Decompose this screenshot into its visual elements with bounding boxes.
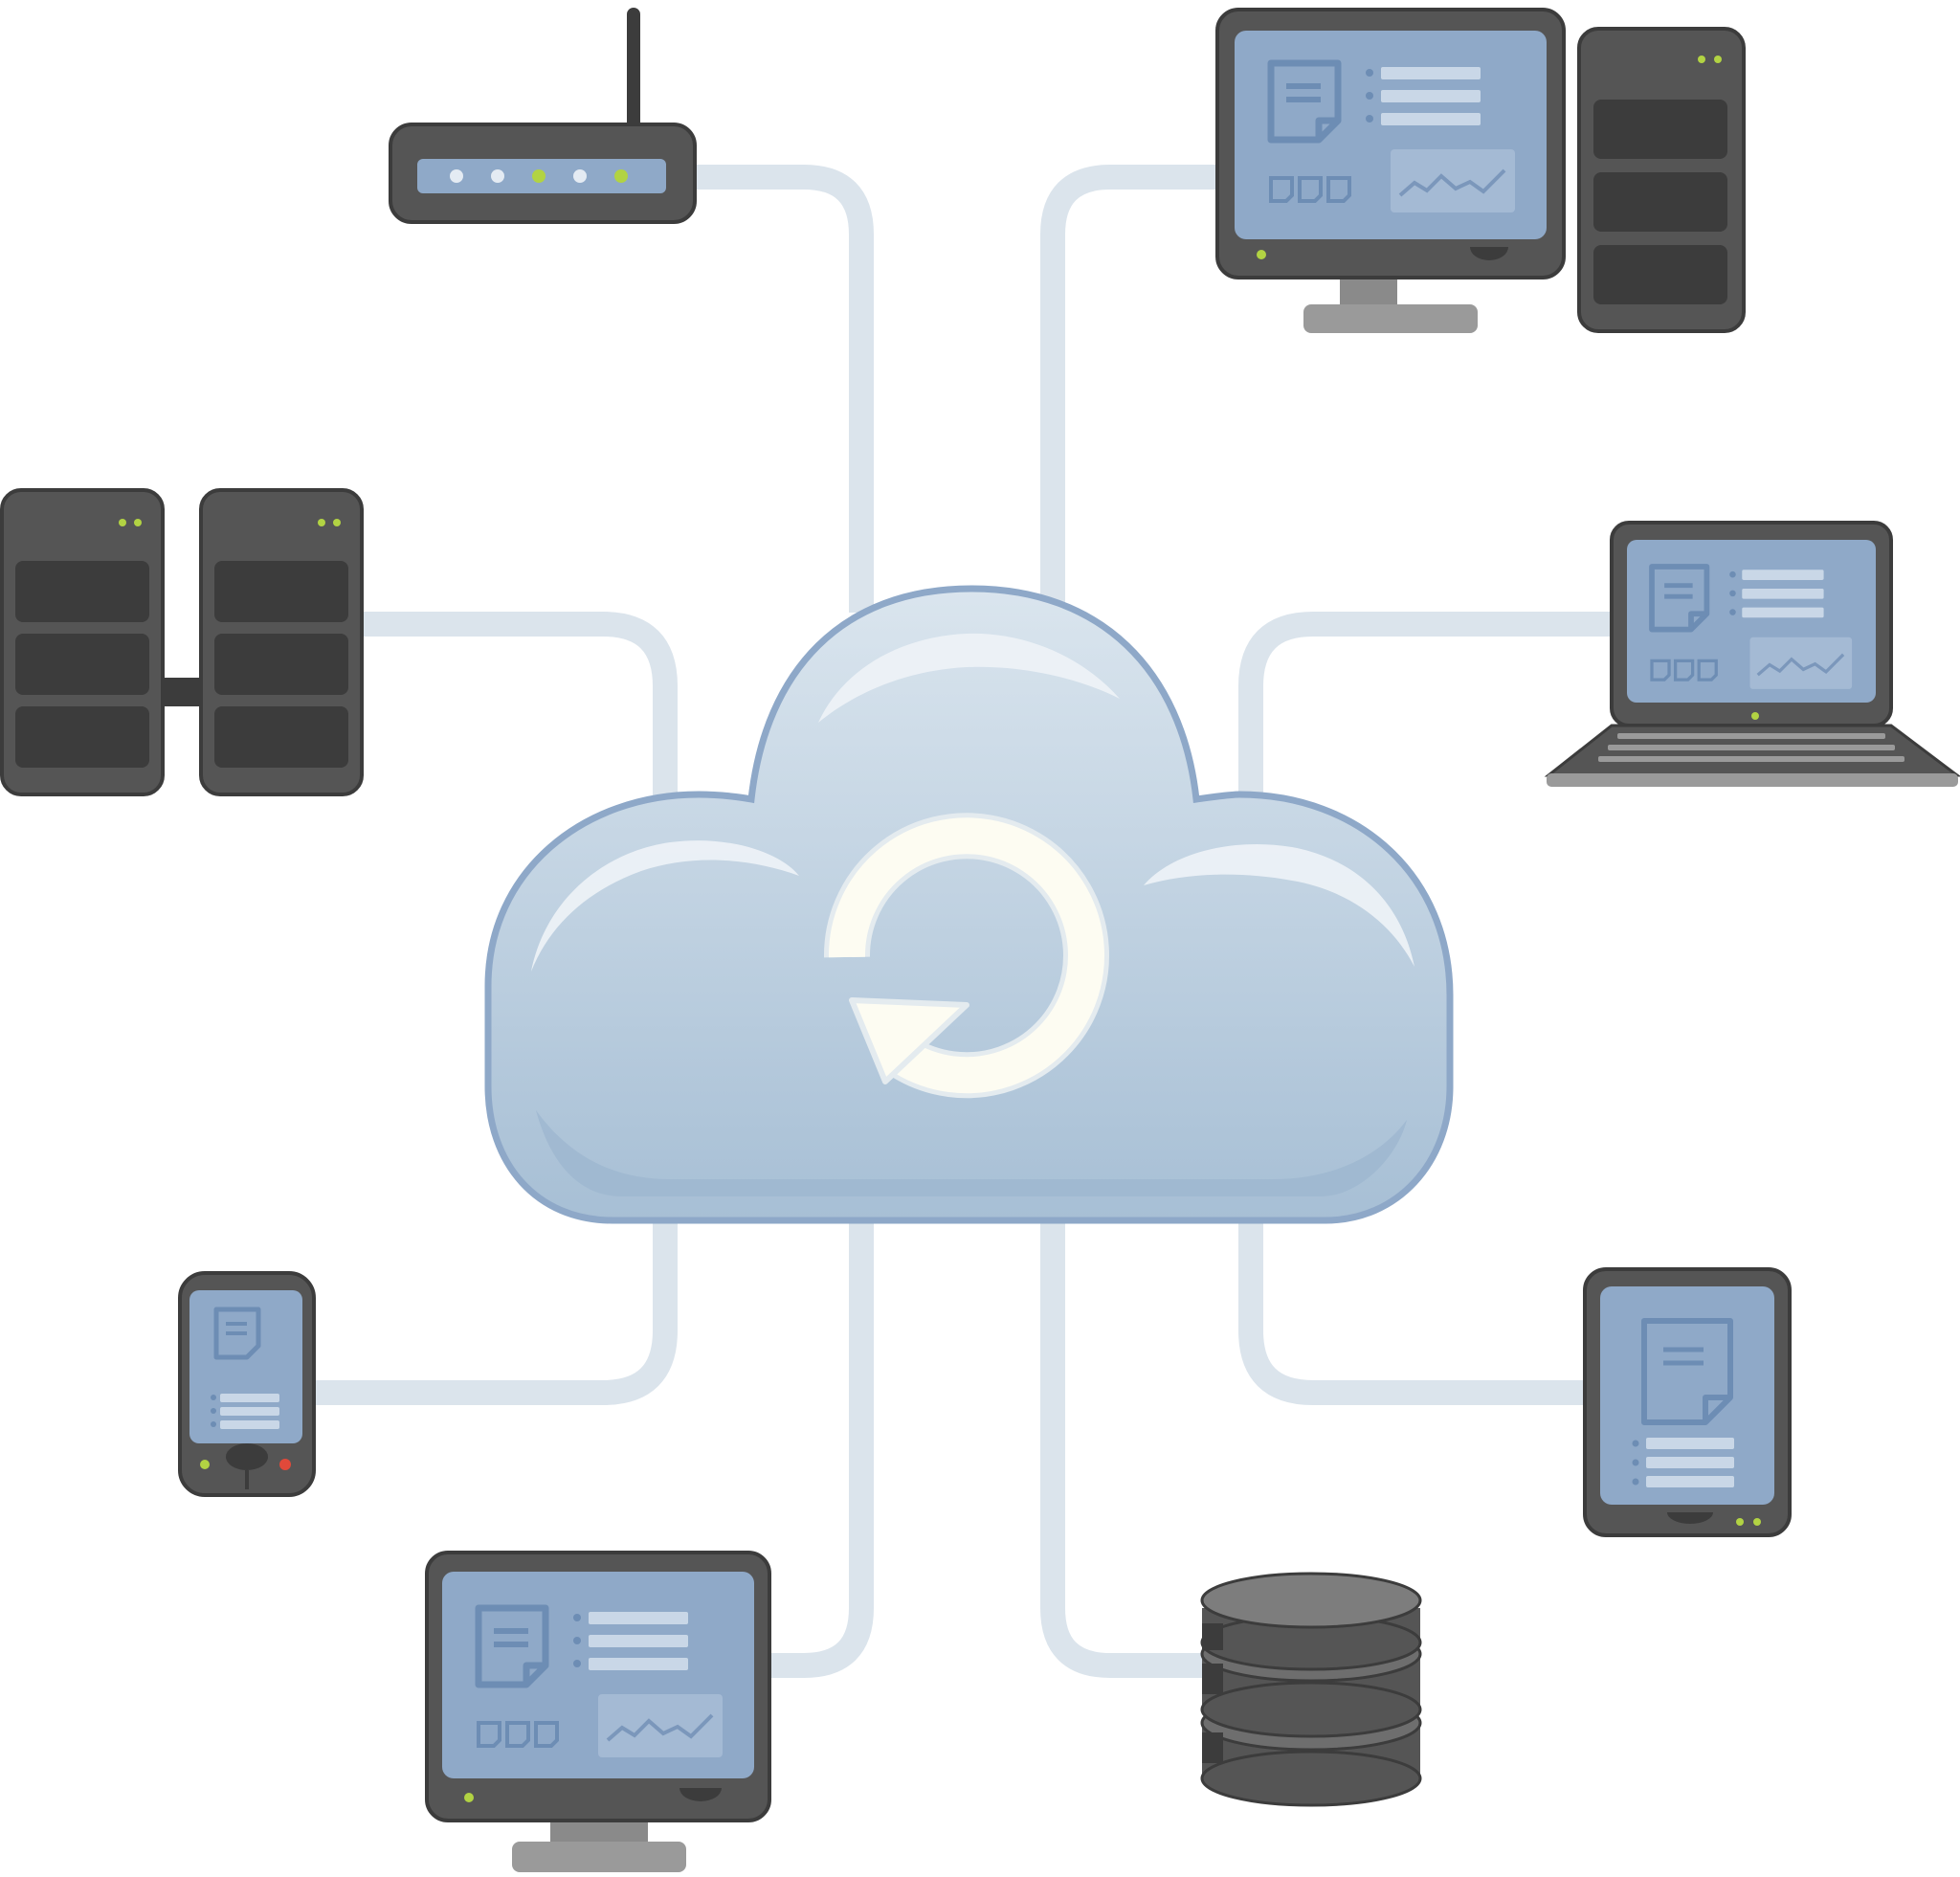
connector-database	[1040, 1216, 1206, 1678]
cloud-shape	[484, 585, 1454, 1224]
router-icon	[389, 8, 697, 224]
smartphone-icon	[178, 1271, 316, 1497]
connector-phone	[311, 1216, 678, 1405]
connector-monitor-bottom	[770, 1216, 874, 1678]
connector-laptop	[1238, 612, 1613, 804]
server-rack-icon	[0, 488, 364, 796]
connectors	[311, 165, 1613, 1678]
cloud-hub	[484, 585, 1454, 1224]
sync-icon	[823, 813, 1109, 1099]
monitor-icon	[425, 1551, 771, 1872]
tablet-icon	[1583, 1267, 1792, 1537]
connector-tablet	[1238, 1216, 1589, 1405]
connector-desktop-top	[1040, 165, 1225, 613]
connector-server-pair	[362, 612, 678, 804]
laptop-icon	[1544, 521, 1960, 787]
connector-router	[689, 165, 874, 613]
database-icon	[1200, 1572, 1422, 1807]
desktop-computer-icon	[1215, 8, 1746, 333]
